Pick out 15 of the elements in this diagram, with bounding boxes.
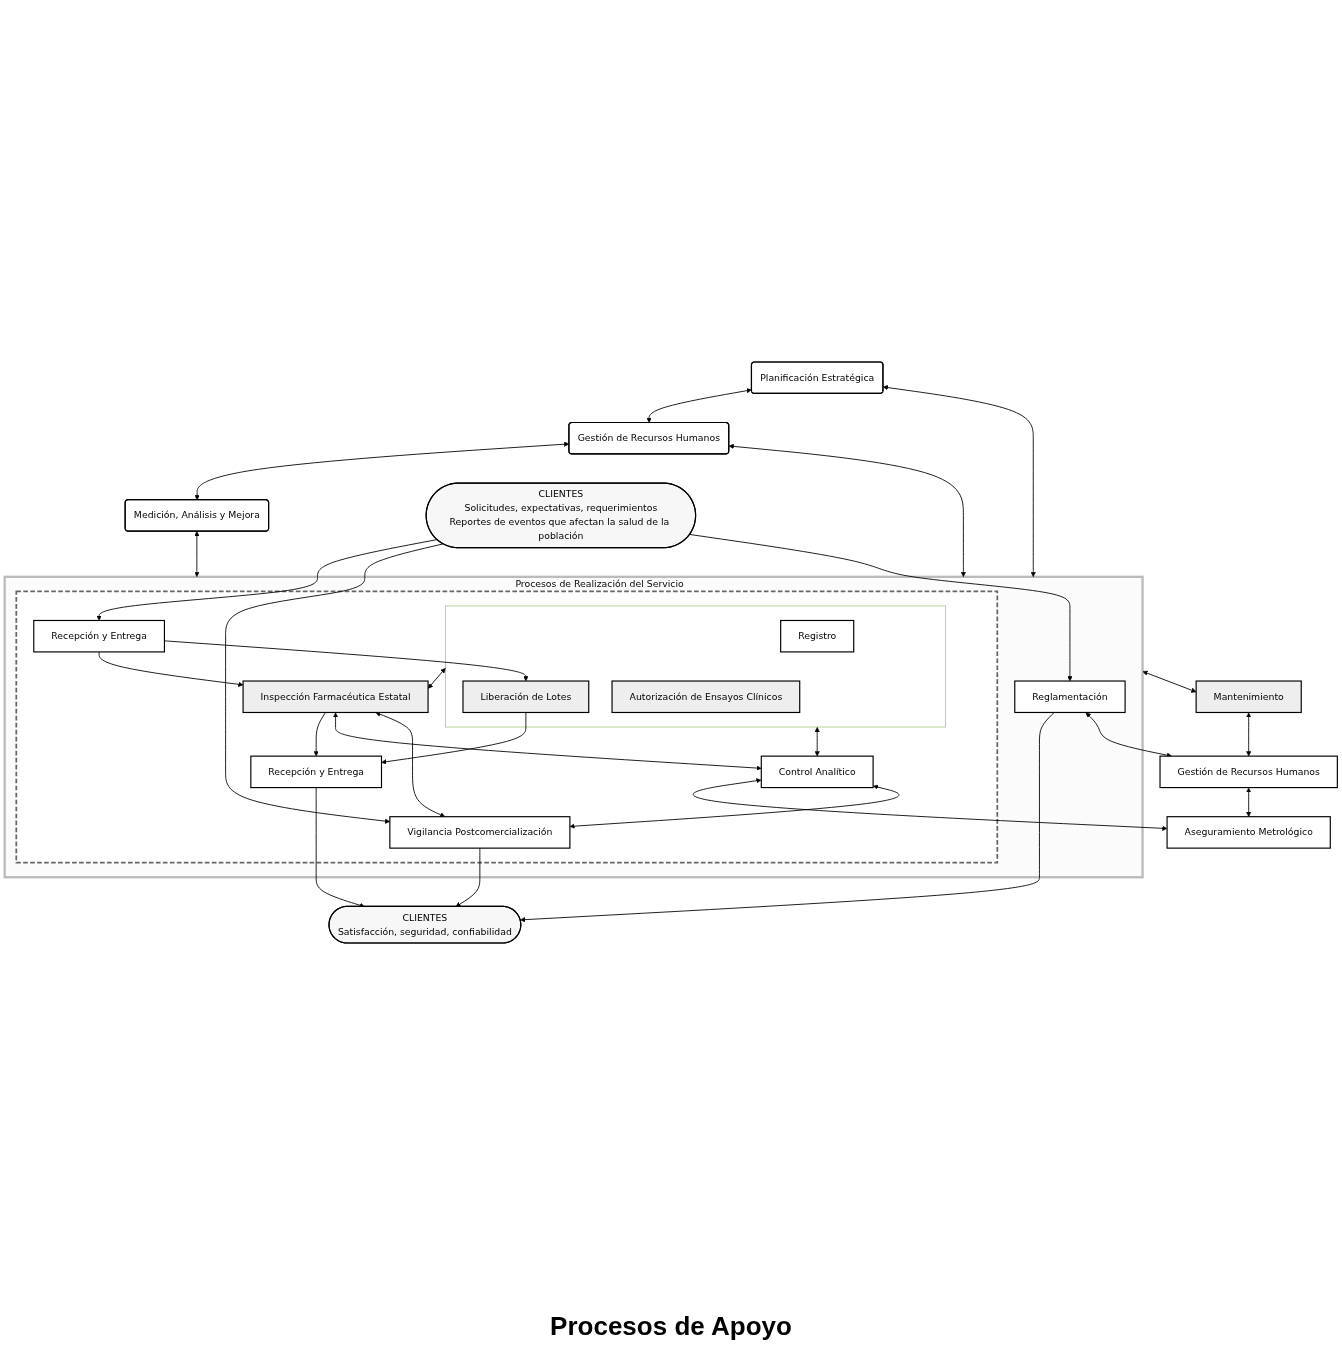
node-box: Reglamentación bbox=[1014, 680, 1126, 714]
node-box: Liberación de Lotes bbox=[462, 680, 590, 714]
node-box: Recepción y Entrega bbox=[33, 619, 165, 653]
section-heading: Procesos de Apoyo bbox=[550, 1311, 792, 1341]
node-box: Aseguramiento Metrológico bbox=[1166, 816, 1331, 849]
cluster bbox=[445, 605, 946, 728]
node-box: Inspección Farmacéutica Estatal bbox=[242, 680, 429, 714]
node-box: Control Analítico bbox=[760, 755, 874, 789]
node-box: Gestión de Recursos Humanos bbox=[1159, 755, 1338, 789]
node-box: Mantenimiento bbox=[1195, 680, 1302, 714]
cluster bbox=[15, 590, 999, 864]
node-box: Vigilancia Postcomercialización bbox=[389, 816, 571, 849]
node-box: Registro bbox=[780, 619, 855, 653]
node-box: Recepción y Entrega bbox=[250, 755, 383, 789]
node-box: Autorización de Ensayos Clínicos bbox=[611, 680, 801, 714]
